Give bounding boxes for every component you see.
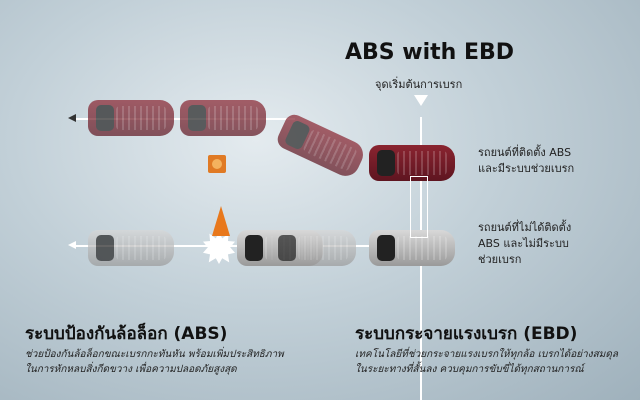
- braking-distance-box: [410, 176, 428, 238]
- section-desc: ช่วยป้องกันล้อล็อกขณะเบรกกะทันหัน พร้อมเ…: [25, 349, 284, 360]
- collision-icon: [203, 232, 235, 264]
- ebd-section: ระบบกระจายแรงเบรก (EBD) เทคโนโลยีที่ช่วย…: [355, 320, 618, 377]
- diagram-title: ABS with EBD: [345, 40, 515, 65]
- legend-line: รถยนต์ที่ไม่ได้ติดตั้ง: [478, 221, 572, 234]
- obstacle-icon: [208, 155, 226, 173]
- abs-car: [88, 100, 174, 136]
- section-desc: เทคโนโลยีที่ช่วยกระจายแรงเบรกให้ทุกล้อ เ…: [355, 349, 618, 360]
- section-title: ระบบป้องกันล้อล็อก (ABS): [25, 324, 228, 344]
- legend-line: และมีระบบช่วยเบรก: [478, 162, 575, 175]
- abs-section: ระบบป้องกันล้อล็อก (ABS) ช่วยป้องกันล้อล…: [25, 320, 284, 377]
- brake-start-marker-icon: [414, 95, 428, 106]
- brake-start-label: จุดเริ่มต้นการเบรก: [375, 78, 463, 91]
- legend-without-abs: รถยนต์ที่ไม่ได้ติดตั้ง ABS และไม่มีระบบ …: [478, 220, 571, 268]
- abs-car: [274, 111, 368, 181]
- section-title: ระบบกระจายแรงเบรก (EBD): [355, 324, 578, 344]
- non-abs-car: [88, 230, 174, 266]
- section-desc: ในการหักหลบสิ่งกีดขวาง เพื่อความปลอดภัยส…: [25, 364, 237, 375]
- traffic-cone-icon: [212, 206, 230, 236]
- legend-line: ช่วยเบรก: [478, 253, 522, 266]
- arrow-left-icon: [68, 241, 76, 249]
- non-abs-car: [270, 230, 356, 266]
- non-abs-car: [369, 230, 455, 266]
- legend-line: รถยนต์ที่ติดตั้ง ABS: [478, 146, 572, 159]
- abs-car: [369, 145, 455, 181]
- legend-line: ABS และไม่มีระบบ: [478, 237, 569, 250]
- abs-car: [180, 100, 266, 136]
- arrow-left-icon: [68, 114, 76, 122]
- legend-with-abs: รถยนต์ที่ติดตั้ง ABS และมีระบบช่วยเบรก: [478, 145, 574, 177]
- section-desc: ในระยะทางที่สั้นลง ควบคุมการขับขี่ได้ทุก…: [355, 364, 584, 375]
